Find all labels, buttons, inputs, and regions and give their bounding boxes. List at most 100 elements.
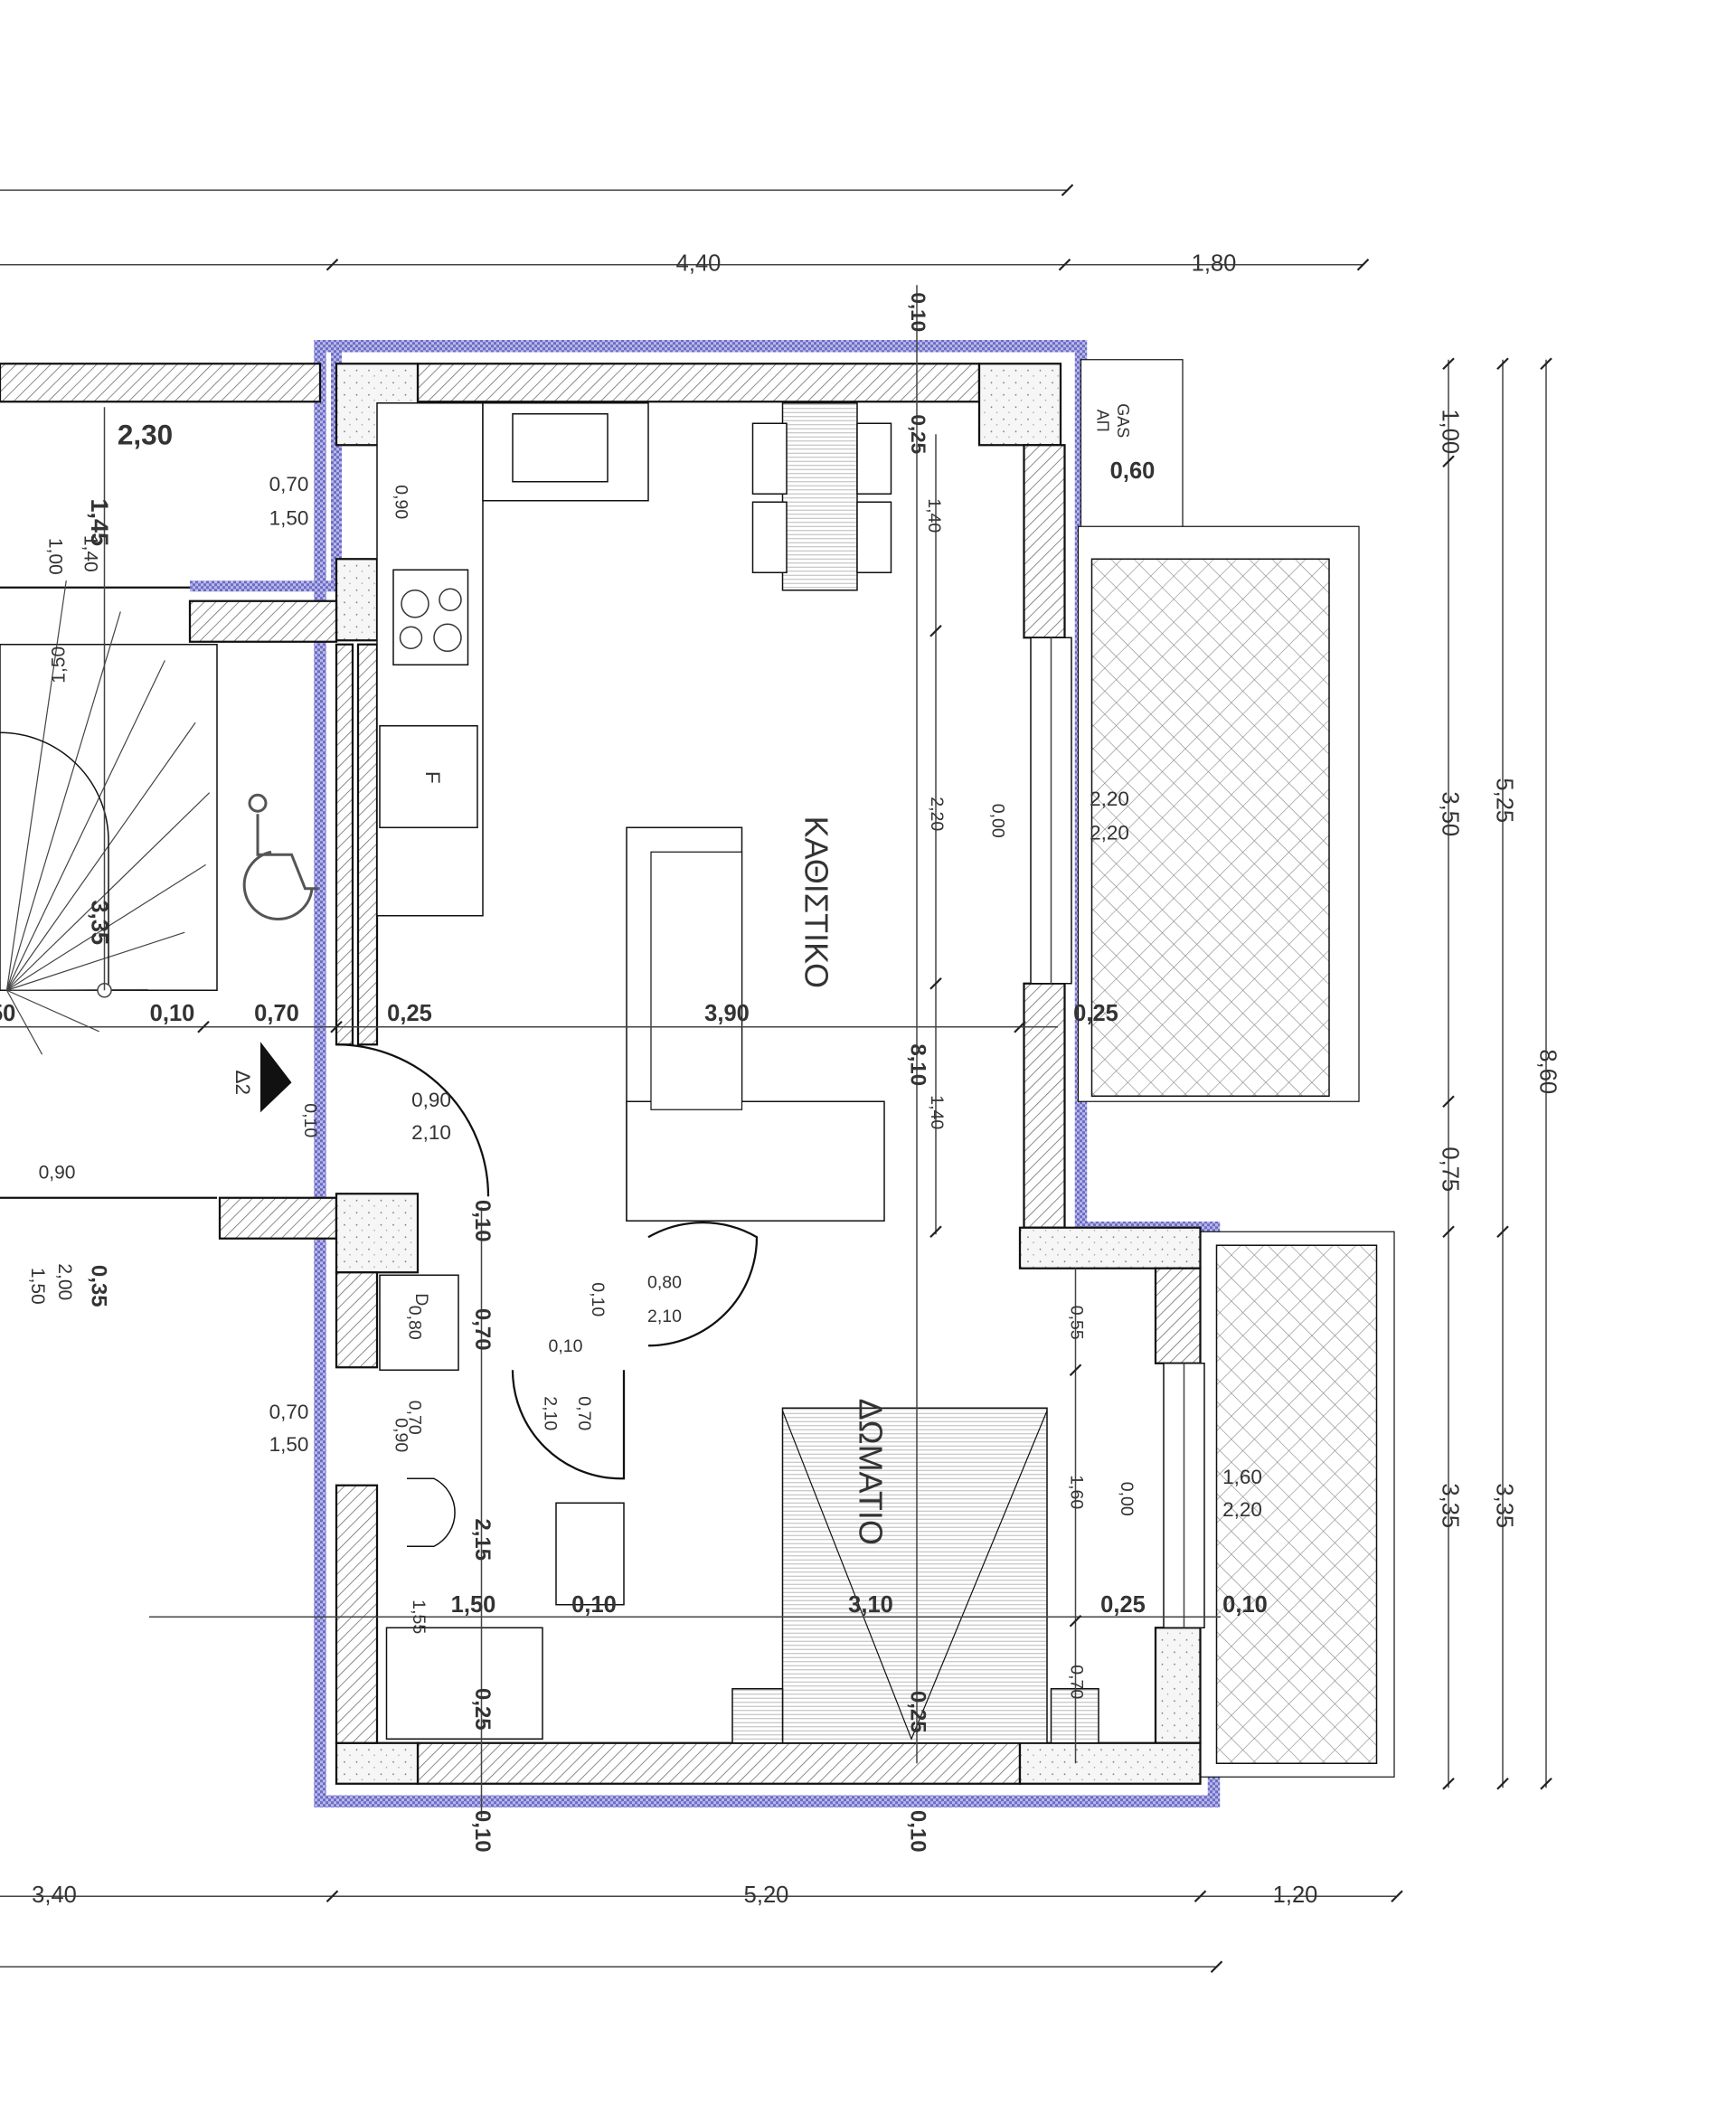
dimension-label: 0,70 <box>269 473 309 495</box>
wall-right-lower <box>1154 1267 1202 1364</box>
chair <box>856 422 892 495</box>
dimension-label: 2,10 <box>411 1121 451 1144</box>
dimension-tick <box>1069 1363 1082 1377</box>
dimension-label: 0,25 <box>1100 1592 1146 1618</box>
dimension-tick <box>929 977 942 990</box>
fridge <box>379 725 478 828</box>
cooktop <box>392 569 469 665</box>
dimension-label: 0,10 <box>906 1810 930 1853</box>
wall-entry <box>218 1196 338 1240</box>
dimension-tick <box>1496 1225 1509 1239</box>
stair-tread <box>6 722 196 991</box>
insulation-layer <box>314 339 1221 1807</box>
wall-step <box>1018 1226 1202 1269</box>
dimension-label: 2,10 <box>540 1396 560 1430</box>
room-label-bedroom: ΔΩΜΑΤΙΟ <box>852 1399 889 1545</box>
dimension-label: 0,90 <box>39 1162 76 1183</box>
dimension-label: 8,10 <box>906 1043 930 1086</box>
right-dimension: 3,35 <box>1491 1483 1516 1528</box>
sofa <box>626 1100 885 1222</box>
wall-bottom <box>416 1741 1022 1785</box>
dimension-tick <box>1194 1890 1207 1903</box>
bed <box>781 1407 1048 1744</box>
stair-tread <box>6 989 99 1033</box>
dimension-label: 0,10 <box>588 1282 608 1316</box>
stair-tread <box>5 580 67 991</box>
dimension-label: 2,15 <box>470 1518 495 1561</box>
dimension-label: 0,00 <box>987 804 1007 838</box>
wall-left <box>188 599 338 643</box>
dryer-label: D <box>411 1293 431 1306</box>
right-dimension: 3,50 <box>1437 791 1462 836</box>
dimension-tick <box>1442 357 1455 371</box>
dimension-tick <box>1442 1225 1455 1239</box>
dimension-label: 0,10 <box>571 1592 617 1618</box>
dimension-label: 2,10 <box>647 1307 682 1326</box>
stair-tread <box>5 989 43 1055</box>
dimension-label: 1,50 <box>269 1433 309 1456</box>
dimension-label: 0,25 <box>1073 1001 1118 1026</box>
dimension-label: 0,25 <box>387 1001 432 1026</box>
dimension-label: 0,90 <box>391 485 410 519</box>
wall-bath <box>335 1271 379 1369</box>
dimension-label: 0,80 <box>647 1272 682 1292</box>
gas-enclosure <box>1080 359 1184 530</box>
dimension-tick <box>1391 1890 1403 1903</box>
top-dimension: 1,80 <box>1192 250 1237 276</box>
dimension-tick <box>1496 1777 1509 1790</box>
dimension-tick <box>1442 1095 1455 1109</box>
chair <box>751 501 788 573</box>
dimension-label: 0,70 <box>404 1401 424 1435</box>
burner <box>433 623 462 652</box>
dimension-tick <box>929 624 942 637</box>
dimension-label: 0,90 <box>411 1089 451 1111</box>
partition <box>335 643 354 1046</box>
dimension-label: 0,25 <box>906 1691 930 1733</box>
dimension-tick <box>326 1890 339 1903</box>
dimension-tick <box>1356 258 1370 271</box>
dimension-label: 0,10 <box>1222 1592 1268 1618</box>
right-dimension: 0,75 <box>1437 1146 1462 1192</box>
stair-walkline <box>0 731 109 991</box>
washbasin <box>555 1502 625 1606</box>
bottom-dimension: 1,20 <box>1273 1882 1318 1908</box>
dimension-tick <box>1210 1960 1223 1974</box>
wall-top-left <box>0 363 322 403</box>
dimension-tick <box>197 1020 210 1033</box>
wheelchair-icon <box>248 793 268 813</box>
column <box>335 1741 420 1785</box>
bed-mark <box>781 1411 1048 1741</box>
right-dimension: 5,25 <box>1491 778 1516 823</box>
entrance-arrow-icon <box>260 1042 292 1113</box>
dimension-label: 2,20 <box>1222 1498 1262 1521</box>
stair-tread <box>6 863 206 991</box>
chair <box>856 501 892 573</box>
burner <box>399 626 423 649</box>
burner <box>439 588 462 611</box>
dimension-tick <box>1442 455 1455 468</box>
right-dimension: 3,35 <box>1437 1483 1462 1528</box>
dimension-label: 1,40 <box>924 498 944 533</box>
dimension-tick <box>1442 1777 1455 1790</box>
dimension-label: 0,70 <box>574 1396 594 1430</box>
dimension-label: 1,45 <box>86 498 113 546</box>
dimension-label: 2,20 <box>927 797 947 831</box>
door-swing-bedroom <box>647 1222 759 1347</box>
column <box>335 558 379 642</box>
dimension-label: 1,50 <box>451 1592 496 1618</box>
dimension-label: 2,20 <box>1090 788 1129 810</box>
fridge-label: F <box>421 771 444 784</box>
door-swing <box>335 1043 490 1197</box>
dimension-label: 0,70 <box>470 1308 495 1351</box>
stair-tread <box>5 611 121 991</box>
sink <box>512 412 609 483</box>
stair-tread <box>6 931 185 991</box>
dimension-label: 3,90 <box>704 1001 750 1026</box>
door-swing-bath <box>511 1370 626 1480</box>
dimension-tick <box>1061 184 1074 197</box>
gas-label: ΑΠ <box>1093 410 1111 432</box>
nightstand <box>731 1688 784 1744</box>
dimension-label: 0,70 <box>254 1001 299 1026</box>
dimension-label: 1,40 <box>80 535 100 572</box>
dimension-label: 1,50 <box>27 1268 48 1305</box>
